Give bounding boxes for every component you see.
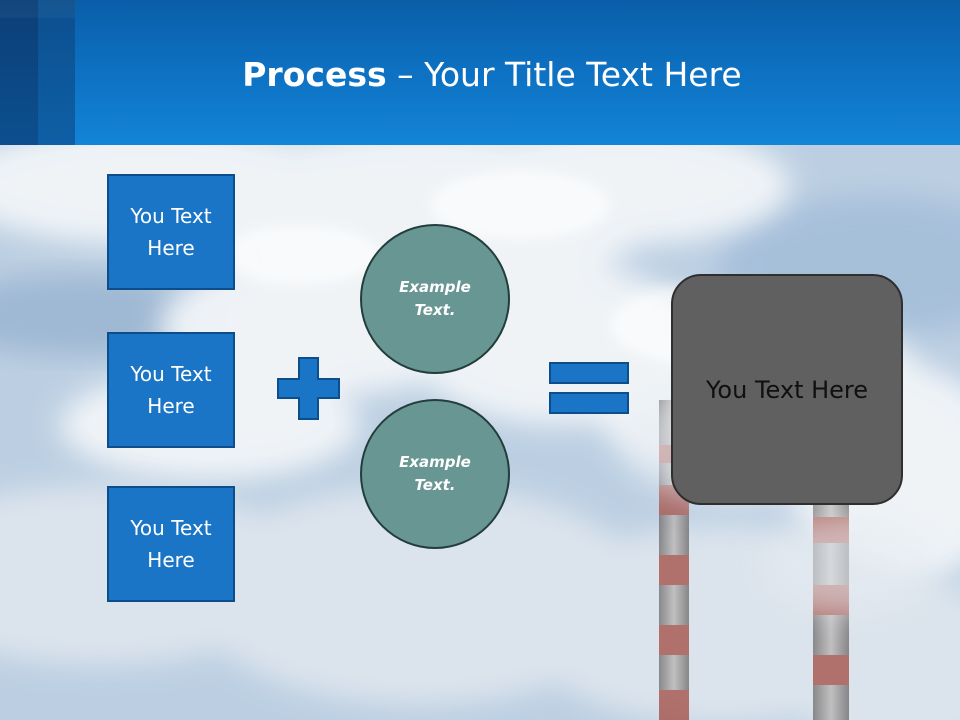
plus-icon bbox=[277, 357, 340, 420]
text-box-label: You Text Here bbox=[130, 362, 212, 418]
title-bar: Process – Your Title Text Here bbox=[0, 0, 960, 145]
text-box-1: You Text Here bbox=[107, 174, 235, 290]
text-box-2: You Text Here bbox=[107, 332, 235, 448]
title-rest-part: – Your Title Text Here bbox=[386, 55, 742, 94]
header-stripe bbox=[0, 0, 75, 18]
header-stripe bbox=[0, 0, 38, 145]
example-circle-1: Example Text. bbox=[360, 224, 510, 374]
result-label: You Text Here bbox=[705, 375, 869, 404]
text-box-3: You Text Here bbox=[107, 486, 235, 602]
page-title: Process – Your Title Text Here bbox=[0, 52, 960, 98]
example-circle-2: Example Text. bbox=[360, 399, 510, 549]
result-box: You Text Here bbox=[671, 274, 903, 505]
header-stripe bbox=[38, 0, 75, 145]
text-box-label: You Text Here bbox=[130, 204, 212, 260]
text-box-label: You Text Here bbox=[130, 516, 212, 572]
circle-label: Example Text. bbox=[399, 278, 471, 319]
circle-label: Example Text. bbox=[399, 453, 471, 494]
title-bold-part: Process bbox=[242, 55, 387, 94]
equals-icon bbox=[549, 362, 629, 414]
